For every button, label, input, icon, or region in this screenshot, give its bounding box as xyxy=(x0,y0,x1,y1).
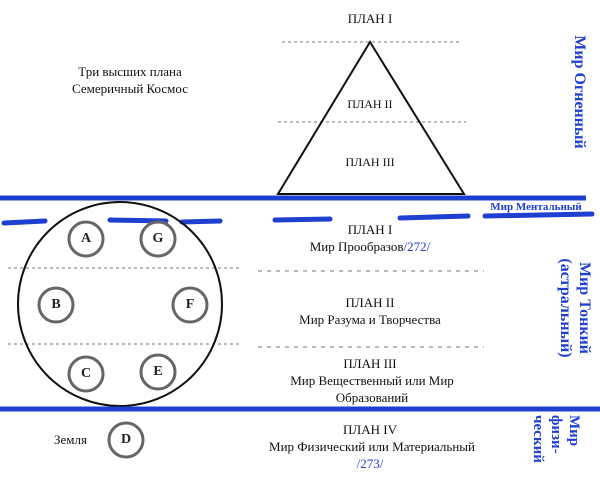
circle-b-label: B xyxy=(51,297,61,312)
plan-4-ref: /273/ xyxy=(356,456,384,471)
plan-4-title: ПЛАН IV xyxy=(343,422,397,437)
circle-f-label: F xyxy=(185,297,195,312)
plan-2-desc: Мир Разума и Творчества xyxy=(299,312,441,327)
top-left-line-2: Семеричный Космос xyxy=(72,81,188,96)
circle-e xyxy=(139,353,177,391)
circle-a xyxy=(67,220,105,258)
circle-g-label: G xyxy=(152,231,164,246)
plan-1-ref: /272/ xyxy=(403,239,431,254)
plan-1-title: ПЛАН I xyxy=(347,222,393,237)
world-fiery-label: Мир Огненный xyxy=(571,35,588,149)
top-plan-1: ПЛАН I xyxy=(347,11,393,26)
world-subtle-line-1: Мир Тонкий xyxy=(576,261,593,355)
top-left-line-1: Три высших плана xyxy=(78,64,182,79)
circle-c xyxy=(67,355,105,393)
plan-2-title: ПЛАН II xyxy=(345,295,395,310)
plan-4-desc: Мир Физический или Материальный xyxy=(269,439,475,454)
plan-3-desc-line-1: Мир Вещественный или Мир xyxy=(290,373,454,388)
circle-e-label: E xyxy=(153,364,163,379)
plan-1-desc-row: Мир Прообразов/272/ xyxy=(270,239,470,255)
world-physical-line-2: физи- xyxy=(548,415,564,454)
big-circle xyxy=(17,201,223,407)
circle-a-label: A xyxy=(80,231,92,246)
world-subtle-label: Мир Тонкий (астральный) xyxy=(556,248,594,368)
world-physical-label: Мир физи- ческий xyxy=(527,415,583,477)
top-plan-3: ПЛАН III xyxy=(345,155,395,169)
plan-1-desc: Мир Прообразов xyxy=(309,239,404,254)
world-physical-line-3: ческий xyxy=(530,415,546,463)
circle-d-label: D xyxy=(120,432,132,447)
circle-g xyxy=(139,220,177,258)
world-subtle-line-2: (астральный) xyxy=(557,258,574,358)
plan-3-desc-line-2: Образований xyxy=(335,390,409,405)
triangle-shape xyxy=(276,40,466,195)
world-mental-label: Мир Ментальный xyxy=(490,201,582,213)
world-physical-line-1: Мир xyxy=(566,415,582,447)
circle-b xyxy=(37,286,75,324)
circle-c-label: C xyxy=(80,366,92,381)
plan-3-title: ПЛАН III xyxy=(343,356,397,371)
circle-f xyxy=(171,286,209,324)
earth-label: Земля xyxy=(54,432,87,447)
top-plan-2: ПЛАН II xyxy=(347,97,393,111)
circle-d xyxy=(107,421,145,459)
